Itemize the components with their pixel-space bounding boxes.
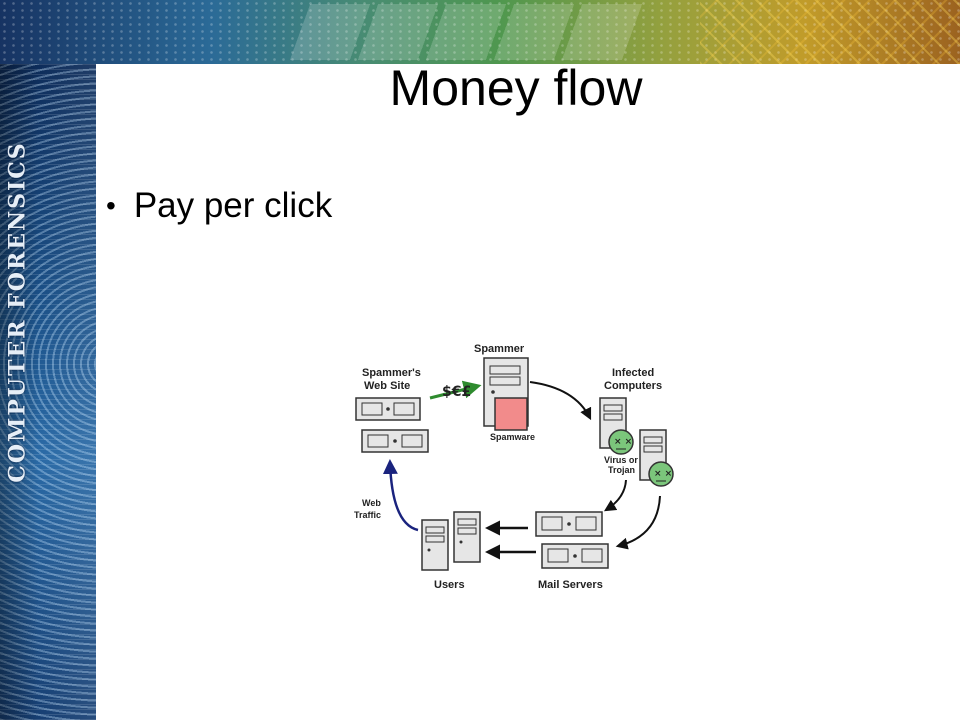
bullet-dot: •: [106, 190, 116, 221]
rack-server-icon: [355, 397, 421, 421]
web-traffic-arrow: [382, 459, 419, 532]
infected-to-mail-arrow: [603, 479, 627, 512]
spamware-icon: [494, 397, 528, 431]
label-spammers-site-1: Spammer's: [362, 367, 421, 379]
sidebar-title: COMPUTER FORENSICS: [3, 92, 33, 532]
virus-icon: × ×: [648, 461, 674, 487]
sidebar-title-text: COMPUTER FORENSICS: [5, 141, 32, 483]
label-virus-2: Trojan: [608, 465, 635, 475]
mail-server-icon: [535, 511, 603, 537]
label-web-traffic-2: Traffic: [354, 510, 381, 520]
banner-keyboard-keys: [289, 4, 651, 60]
spam-money-flow-diagram: Spammer's Web Site $€£ Spammer Spamware: [354, 343, 674, 591]
svg-text:× ×: × ×: [614, 437, 632, 447]
label-spammer: Spammer: [474, 343, 525, 355]
svg-text:× ×: × ×: [654, 469, 672, 479]
label-infected-1: Infected: [612, 367, 654, 379]
label-users: Users: [434, 579, 465, 591]
money-symbols: $€£: [442, 384, 471, 400]
mail-server-icon: [541, 543, 609, 569]
label-infected-2: Computers: [604, 380, 662, 392]
virus-icon: × ×: [608, 429, 634, 455]
infected-to-mail-arrow: [615, 495, 661, 550]
banner-circuit-texture: [700, 0, 960, 64]
bullet-list: • Pay per click: [106, 184, 332, 228]
rack-server-icon: [361, 429, 429, 453]
user-tower-icon: [453, 511, 481, 563]
label-web-traffic-1: Web: [362, 498, 381, 508]
fingerprint-texture: [0, 64, 96, 720]
user-tower-icon: [421, 519, 449, 571]
sidebar-shading: [0, 64, 96, 720]
bullet-text: Pay per click: [133, 186, 333, 225]
spam-arrow: [529, 381, 592, 421]
label-spamware: Spamware: [490, 432, 535, 442]
top-banner: [0, 0, 960, 64]
slide-title: Money flow: [389, 60, 643, 116]
banner-binary-texture: [0, 0, 960, 64]
label-mail-servers: Mail Servers: [538, 579, 603, 591]
label-virus-1: Virus or: [604, 455, 638, 465]
left-sidebar: COMPUTER FORENSICS: [0, 64, 96, 720]
bullet-item: • Pay per click: [106, 184, 332, 228]
money-arrow: [429, 380, 482, 400]
label-spammers-site-2: Web Site: [364, 380, 410, 392]
